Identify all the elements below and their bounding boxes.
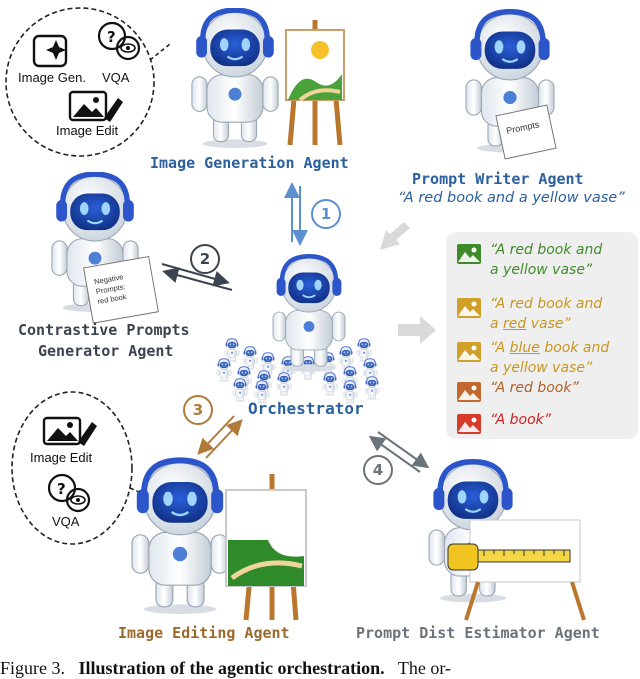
- crowd-robot: [224, 338, 240, 362]
- crowd-robot: [216, 358, 232, 382]
- contrastive-agent-label-line2: Generator Agent: [38, 342, 174, 360]
- prompt-variant-text: “A red book”: [490, 380, 579, 396]
- prompt-writer-robot: Prompts: [466, 12, 556, 160]
- image-editing-robot: [132, 460, 307, 621]
- caption-suffix: The or-: [397, 658, 451, 678]
- prompt-dist-robot: [429, 462, 586, 621]
- bubble2-image-edit-label: Image Edit: [30, 450, 93, 465]
- vqa-icon-bottom: ?: [47, 473, 91, 513]
- crowd-robot: [276, 372, 292, 396]
- image-edit-icon-bottom: [42, 416, 97, 446]
- crowd-robot: [338, 346, 354, 370]
- bubble-image-edit-label: Image Edit: [56, 123, 119, 138]
- crowd-robot: [364, 376, 380, 400]
- arrow-3-up: [205, 419, 243, 459]
- step-badge-4: 4: [363, 455, 393, 485]
- image-icon: [456, 243, 482, 265]
- crowd-robot: [356, 338, 372, 362]
- image-gen-icon: [32, 34, 68, 68]
- step-badge-1: 1: [311, 199, 341, 229]
- svg-text:?: ?: [107, 28, 116, 46]
- image-generation-robot: [192, 10, 345, 148]
- step-badge-2: 2: [190, 244, 220, 274]
- bubble-image-gen-label: Image Gen.: [18, 70, 86, 85]
- crowd-robot: [232, 378, 248, 402]
- arrow-2-right: [161, 263, 230, 287]
- svg-text:?: ?: [57, 480, 66, 498]
- figure-caption: Figure 3. Illustration of the agentic or…: [0, 658, 640, 679]
- step-badge-3: 3: [183, 395, 213, 425]
- image-generation-agent-label: Image Generation Agent: [150, 154, 349, 172]
- crowd-robot: [242, 346, 258, 370]
- prompt-writer-agent-label: Prompt Writer Agent: [412, 170, 584, 188]
- arrow-4-up: [368, 435, 421, 473]
- image-edit-icon-top: [68, 90, 123, 122]
- bubble2-vqa-label: VQA: [52, 514, 80, 529]
- caption-prefix: Figure 3.: [0, 658, 65, 678]
- prompt-variant-row: “A book”: [446, 410, 551, 435]
- tools-bubble-top: ?: [5, 7, 171, 157]
- vqa-icon-top: ?: [97, 21, 141, 61]
- image-icon: [456, 413, 482, 435]
- image-icon: [456, 381, 482, 403]
- tools-bubble-bottom: ?: [11, 391, 149, 545]
- arrow-2-left: [162, 267, 233, 291]
- prompt-dist-agent-label: Prompt Dist Estimator Agent: [356, 624, 600, 642]
- bubble-vqa-label: VQA: [102, 70, 130, 85]
- prompt-writer-quote: “A red book and a yellow vase”: [398, 190, 625, 206]
- orchestrator-robot: [216, 256, 380, 404]
- prompt-variant-text: “A book”: [490, 412, 551, 428]
- crowd-robot: [322, 372, 338, 396]
- orchestrator-label: Orchestrator: [248, 399, 364, 418]
- caption-bold: Illustration of the agentic orchestratio…: [78, 658, 385, 678]
- contrastive-robot: Negative Prompts: red book: [52, 174, 159, 324]
- arrow-orchestrator-to-prompts: [398, 316, 436, 344]
- image-editing-agent-label: Image Editing Agent: [118, 624, 290, 642]
- image-icon: [456, 341, 482, 363]
- image-icon: [456, 297, 482, 319]
- prompt-variant-row: “A red book”: [446, 378, 579, 403]
- contrastive-agent-label-line1: Contrastive Prompts: [18, 321, 190, 339]
- arrow-prompt-to-orchestrator: [380, 222, 410, 250]
